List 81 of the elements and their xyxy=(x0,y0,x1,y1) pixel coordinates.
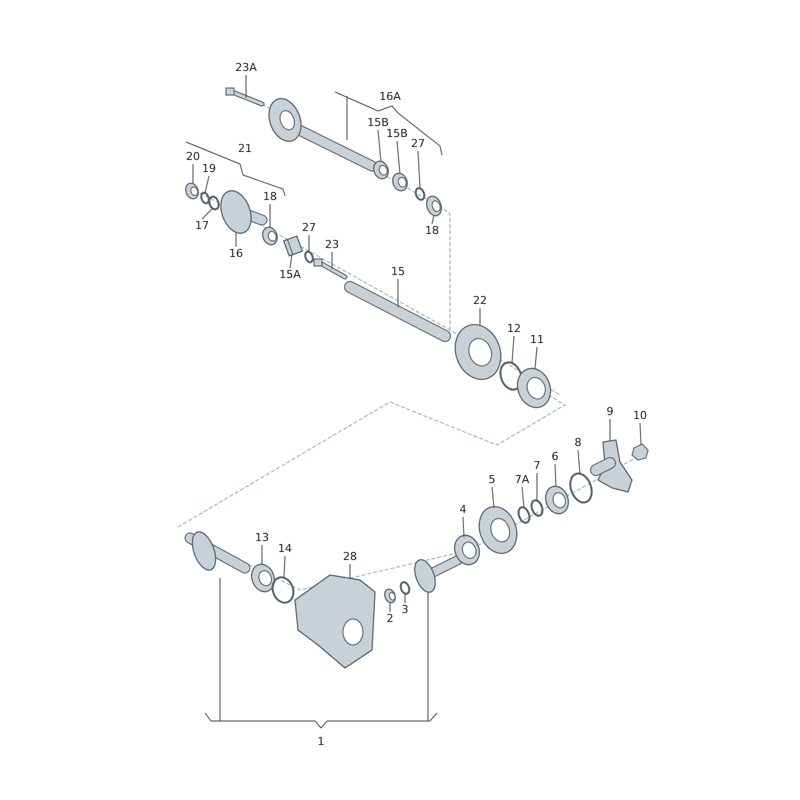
part-drawing xyxy=(262,226,278,246)
ring-drawing xyxy=(200,192,210,204)
callout-number: 16 xyxy=(229,248,243,260)
callout-number: 18 xyxy=(263,191,277,203)
part-drawing xyxy=(373,160,389,180)
ring-drawing xyxy=(414,187,426,201)
part-drawing xyxy=(478,506,518,554)
part-drawing xyxy=(516,368,552,408)
callout-number: 7 xyxy=(534,460,540,472)
ring-drawing xyxy=(518,506,530,524)
assembly-number: 21 xyxy=(238,143,252,155)
ring-drawing xyxy=(272,576,294,604)
leader-line xyxy=(308,234,310,252)
ring-drawing xyxy=(400,581,410,595)
leader-line xyxy=(396,140,400,174)
part-drawing xyxy=(631,443,649,461)
leader-line xyxy=(192,164,194,184)
callout-number: 15A xyxy=(279,269,301,281)
part-drawing xyxy=(251,564,275,592)
callout-number: 23 xyxy=(325,239,339,251)
leader-line xyxy=(462,516,464,538)
callout-number: 6 xyxy=(552,451,558,463)
part-drawing xyxy=(392,172,408,192)
part-drawing xyxy=(590,439,633,493)
callout-number: 27 xyxy=(411,138,425,150)
callout-number: 28 xyxy=(343,551,357,563)
callout-number: 9 xyxy=(606,406,614,418)
bushing-drawing xyxy=(282,235,304,257)
leader-line xyxy=(578,450,580,474)
assembly-number: 1 xyxy=(318,736,324,748)
leader-line xyxy=(512,336,514,364)
callout-number: 7A xyxy=(514,474,530,486)
part-drawing xyxy=(344,281,451,342)
leader-line xyxy=(378,130,382,162)
leader-line xyxy=(290,254,292,268)
ring-drawing xyxy=(304,250,314,264)
part-drawing xyxy=(226,88,264,106)
part-drawing xyxy=(185,182,199,200)
callout-number: 15B xyxy=(386,128,408,140)
leader-line xyxy=(404,594,406,604)
callout-number: 27 xyxy=(302,222,316,234)
part-drawing xyxy=(384,588,396,604)
callout-number: 4 xyxy=(460,504,466,516)
part-drawing xyxy=(454,324,502,380)
callout-number: 18 xyxy=(425,225,439,237)
leader-line xyxy=(204,176,210,194)
part-drawing xyxy=(426,196,442,216)
callout-number: 5 xyxy=(488,474,496,486)
leader-line xyxy=(534,346,538,370)
callout-number: 2 xyxy=(386,613,394,625)
assembly-number: 16A xyxy=(379,91,401,103)
callout-number: 11 xyxy=(530,334,544,346)
leader-line xyxy=(640,422,642,446)
callout-number: 3 xyxy=(402,604,408,616)
leader-line xyxy=(492,486,494,508)
part-drawing xyxy=(294,574,376,669)
callout-number: 19 xyxy=(202,163,216,175)
leader-line xyxy=(554,464,556,488)
leader-line xyxy=(536,472,538,502)
ring-drawing xyxy=(208,196,220,210)
callout-number: 13 xyxy=(255,532,269,544)
part-drawing xyxy=(545,486,569,514)
leader-line xyxy=(284,556,286,578)
callout-number: 15B xyxy=(367,117,389,129)
callout-number: 17 xyxy=(195,220,209,232)
callout-number: 22 xyxy=(473,295,487,307)
callout-number: 10 xyxy=(633,410,647,422)
callout-number: 14 xyxy=(278,543,292,555)
callout-number: 15 xyxy=(391,266,405,278)
callout-number: 12 xyxy=(507,323,521,335)
part-drawing xyxy=(314,258,348,280)
ring-drawing xyxy=(530,499,544,517)
callout-number: 20 xyxy=(186,151,200,163)
leader-line xyxy=(432,214,434,224)
leader-line xyxy=(202,208,212,220)
ring-drawing xyxy=(569,472,593,504)
callout-number: 23A xyxy=(235,62,257,74)
callout-number: 8 xyxy=(574,437,582,449)
leader-line xyxy=(418,150,420,188)
part-drawing xyxy=(454,534,480,566)
leader-line xyxy=(522,486,524,508)
